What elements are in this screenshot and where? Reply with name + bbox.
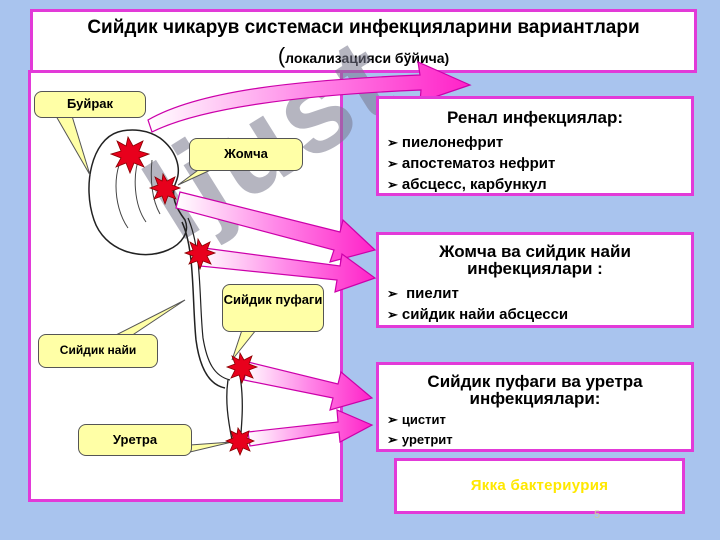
arrow-buyrak <box>147 61 472 133</box>
arrow-bullet-icon: ➢ <box>387 177 398 192</box>
starburst-icon <box>148 172 182 206</box>
kidney-outline <box>88 129 188 256</box>
starburst-icon <box>109 135 151 175</box>
list-item: ➢абсцесс, карбункул <box>387 176 547 193</box>
arrow-bullet-icon: ➢ <box>387 307 398 322</box>
list-item: ➢апостематоз нефрит <box>387 155 556 172</box>
arrow-uretra <box>247 409 374 447</box>
box-renal-list: ➢пиелонефрит ➢апостематоз нефрит ➢абсцес… <box>387 132 691 195</box>
arrow-bullet-icon: ➢ <box>387 286 398 301</box>
list-item: ➢пиелонефрит <box>387 134 504 151</box>
box-pufak-title: Сийдик пуфаги ва уретра инфекциялари: <box>427 372 643 408</box>
arrow-bullet-icon: ➢ <box>387 432 398 447</box>
arrow-jomcha <box>175 191 377 263</box>
callout-buyrak: Буйрак <box>34 91 146 118</box>
box-pufak: Сийдик пуфаги ва уретра инфекциялари: ➢ц… <box>376 362 694 452</box>
starburst-icon <box>225 351 259 385</box>
box-pufak-list: ➢цистит ➢уретрит <box>387 410 661 450</box>
arrow-bullet-icon: ➢ <box>387 156 398 171</box>
callout-siydik-nayi: Сийдик найи <box>38 334 158 368</box>
list-item: ➢ пиелит <box>387 285 459 302</box>
box-renal: Ренал инфекциялар: ➢пиелонефрит ➢апостем… <box>376 96 694 196</box>
box-jomcha: Жомча ва сийдик найи инфекциялари : ➢ пи… <box>376 232 694 328</box>
callout-jomcha: Жомча <box>189 138 303 171</box>
arrow-bullet-icon: ➢ <box>387 412 398 427</box>
callout-uretra: Уретра <box>78 424 192 456</box>
list-item: ➢сийдик найи абсцесси <box>387 306 569 323</box>
page-number: 5 <box>594 509 601 521</box>
arrow-nayi <box>199 247 377 293</box>
list-item: ➢цистит <box>387 412 446 427</box>
ureter-line <box>181 221 226 389</box>
title-box: Сийдик чикарув системаси инфекцияларини … <box>30 9 697 73</box>
box-jomcha-list: ➢ пиелит ➢сийдик найи абсцесси <box>387 283 671 325</box>
box-renal-title: Ренал инфекциялар: <box>446 108 624 127</box>
title-subtitle: локализацияси бўйича) <box>285 50 450 66</box>
starburst-icon <box>224 426 256 457</box>
box-jomcha-title: Жомча ва сийдик найи инфекциялари : <box>439 242 631 278</box>
title-line1: Сийдик чикарув системаси инфекцияларини … <box>87 17 640 38</box>
bacteriuria-box: Якка бактериурия <box>394 458 685 514</box>
starburst-icon <box>183 237 217 271</box>
title-line2: (локализацияси бўйича) <box>33 43 694 69</box>
list-item: ➢уретрит <box>387 432 453 447</box>
title-paren: ( <box>277 43 286 68</box>
arrow-bullet-icon: ➢ <box>387 135 398 150</box>
arrow-pufak <box>243 361 374 411</box>
callout-siydik-pufagi: Сийдик пуфаги <box>222 284 324 332</box>
